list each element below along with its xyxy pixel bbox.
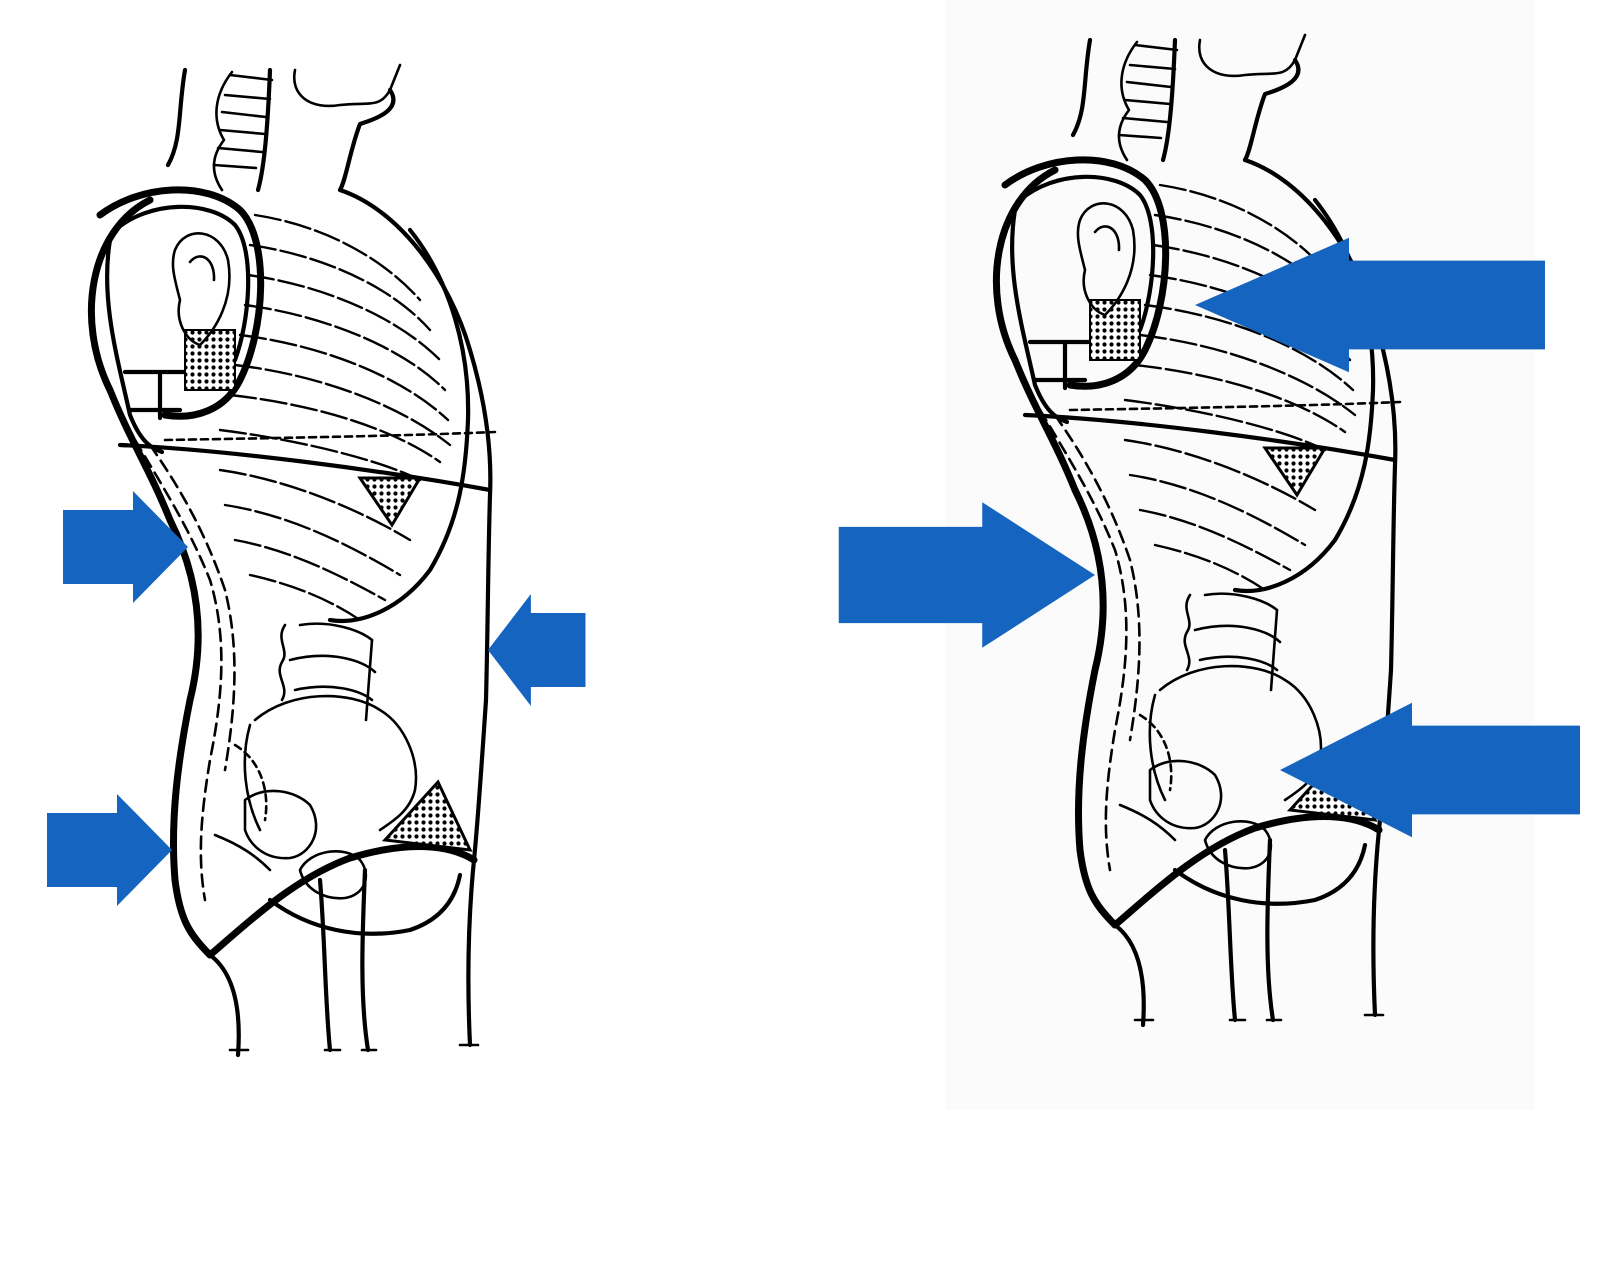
left-panel [47, 65, 586, 1055]
arrow-right-icon [47, 794, 172, 906]
left-arrow-abdomen [488, 594, 586, 706]
arrow-left-icon [488, 594, 586, 706]
left-arrow-lower-back [47, 794, 172, 906]
right-panel [838, 0, 1580, 1110]
arrow-right-icon [63, 491, 188, 603]
left-arrow-upper-back [63, 491, 188, 603]
